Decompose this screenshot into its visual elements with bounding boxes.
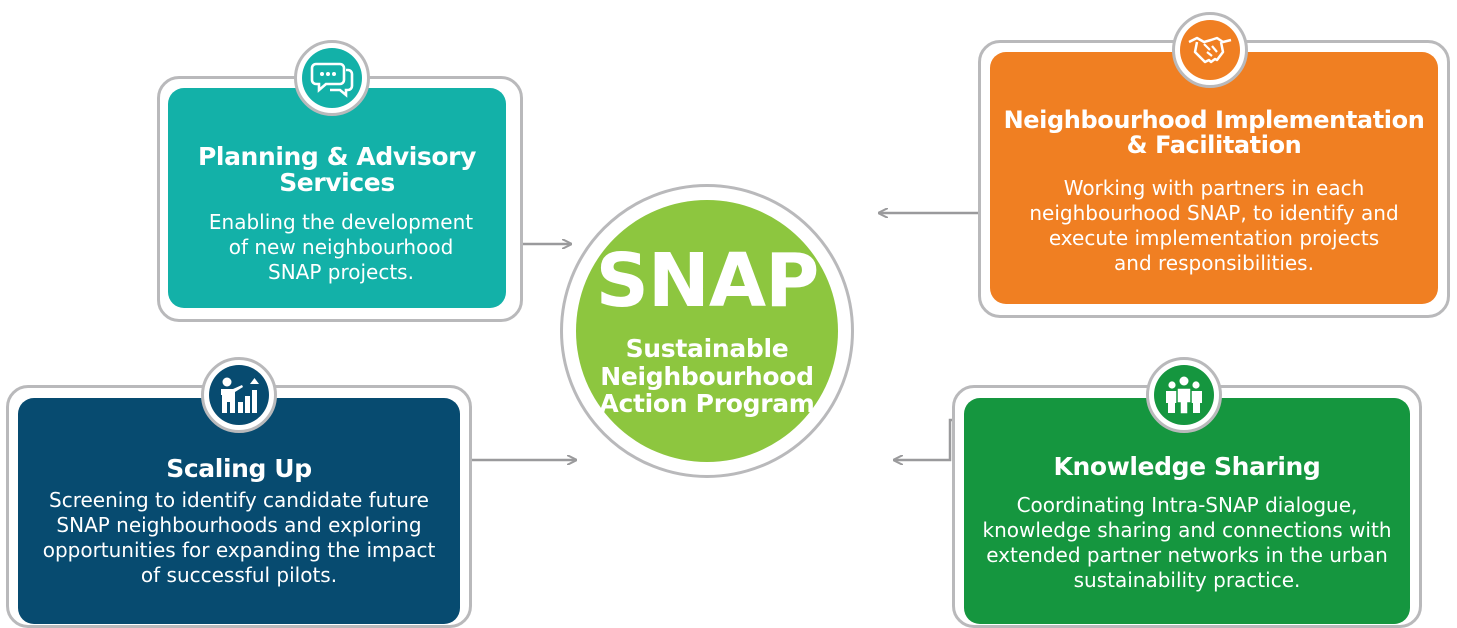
presenter-growth-chart-icon	[209, 365, 269, 425]
people-group-icon	[1154, 365, 1214, 425]
implementation-icon-badge	[1172, 12, 1248, 88]
implementation-card-description: Working with partners in each neighbourh…	[1029, 176, 1399, 275]
planning-card-description: Enabling the development of new neighbou…	[208, 210, 474, 284]
arrow-scaling-to-center	[462, 418, 575, 460]
knowledge-card-description: Coordinating Intra-SNAP dialogue, knowle…	[982, 493, 1392, 592]
scaling-card-title: Scaling Up	[166, 454, 312, 483]
arrow-implementation-to-center	[880, 213, 984, 260]
knowledge-card-title: Knowledge Sharing	[1053, 452, 1321, 481]
arrow-knowledge-to-center	[895, 418, 960, 460]
planning-card: Planning & Advisory Services Enabling th…	[168, 88, 506, 308]
scaling-icon-badge	[201, 357, 277, 433]
planning-icon-badge	[294, 40, 370, 116]
chat-bubbles-icon	[302, 48, 362, 108]
implementation-card-title: Neighbourhood Implementation & Facilitat…	[1003, 106, 1425, 160]
knowledge-card: Knowledge Sharing Coordinating Intra-SNA…	[964, 398, 1410, 624]
scaling-card: Scaling Up Screening to identify candida…	[18, 398, 460, 624]
scaling-card-description: Screening to identify candidate future S…	[42, 488, 436, 587]
snap-title: SNAP	[595, 238, 820, 324]
planning-card-title: Planning & Advisory Services	[197, 142, 477, 198]
handshake-icon	[1180, 20, 1240, 80]
snap-subtitle: Sustainable Neighbourhood Action Program	[599, 334, 815, 418]
implementation-card: Neighbourhood Implementation & Facilitat…	[990, 52, 1438, 304]
snap-center-circle: SNAP Sustainable Neighbourhood Action Pr…	[576, 200, 838, 462]
knowledge-icon-badge	[1146, 357, 1222, 433]
